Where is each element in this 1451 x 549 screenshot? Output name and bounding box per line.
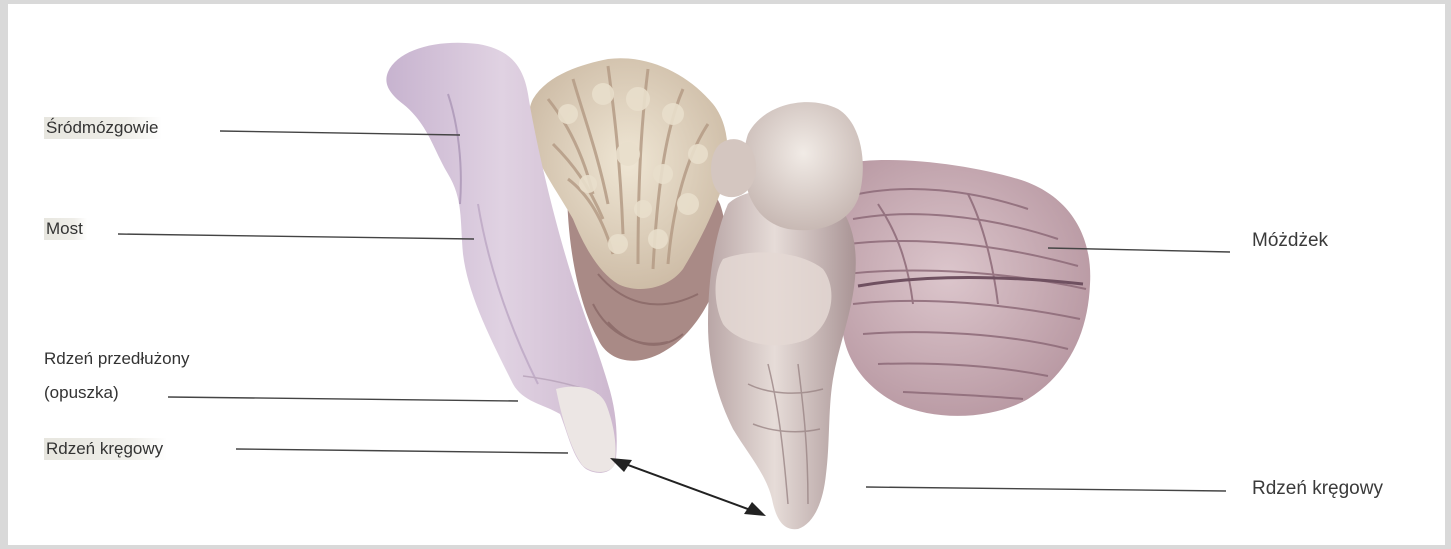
diagram-canvas: Śródmózgowie Most Rdzeń przedłużony (opu… <box>8 4 1445 545</box>
midbrain-external <box>744 102 863 230</box>
label-rdzen-kregowy-left: Rdzeń kręgowy <box>44 438 167 460</box>
sagittal-section <box>386 43 727 473</box>
label-most: Most <box>44 218 87 240</box>
label-rdzen-przedluzony-line2: (opuszka) <box>44 382 119 404</box>
leader-line-most <box>118 234 474 239</box>
label-srodmozgowie: Śródmózgowie <box>44 117 162 139</box>
leader-line-rdzen-przedluzony <box>168 397 518 401</box>
double-arrow <box>610 458 766 516</box>
label-rdzen-kregowy-right: Rdzeń kręgowy <box>1252 478 1383 500</box>
label-mozdzek: Móżdżek <box>1252 230 1328 252</box>
leader-line-rdzen-kregowy-left <box>236 449 568 453</box>
brainstem-cerebellum-illustration <box>8 4 1445 545</box>
leader-line-srodmozgowie <box>220 131 460 135</box>
brainstem-external <box>708 189 856 529</box>
leader-line-rdzen-kregowy-right <box>866 487 1226 491</box>
cerebellum-hemisphere <box>831 160 1090 416</box>
label-rdzen-przedluzony-line1: Rdzeń przedłużony <box>44 348 190 370</box>
external-view <box>708 102 1090 529</box>
